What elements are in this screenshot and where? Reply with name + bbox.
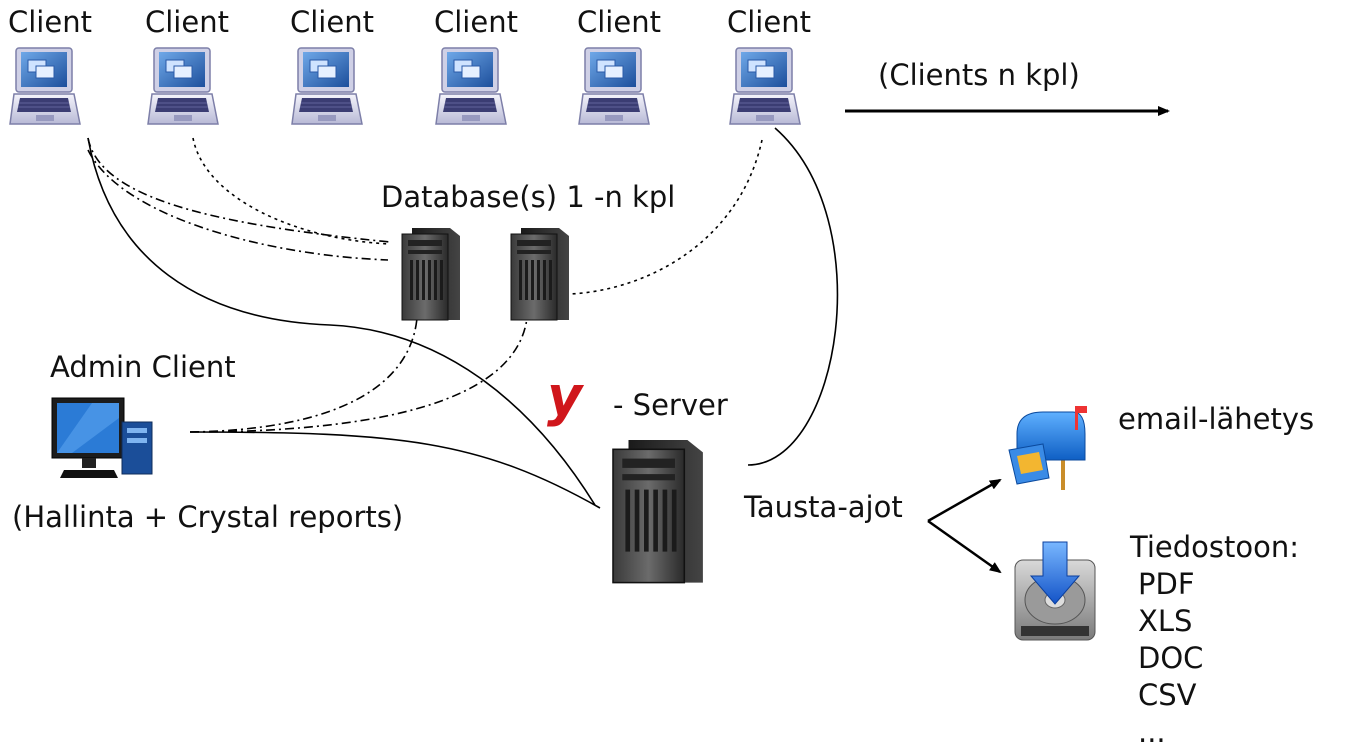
email-output-label: email-lähetys bbox=[1118, 402, 1315, 436]
database-server-icon bbox=[401, 227, 461, 321]
client-label: Client bbox=[8, 5, 92, 39]
client-label: Client bbox=[145, 5, 229, 39]
server-label: - Server bbox=[613, 388, 728, 422]
database-servers bbox=[401, 227, 570, 321]
file-format-item: PDF bbox=[1138, 567, 1195, 601]
file-format-item: DOC bbox=[1138, 641, 1204, 675]
laptop-icon bbox=[9, 47, 81, 125]
laptop-icon bbox=[729, 47, 801, 125]
database-server-icon bbox=[510, 227, 570, 321]
link-client1-db2 bbox=[87, 149, 389, 261]
client-label: Client bbox=[727, 5, 811, 39]
server-logo: y bbox=[547, 365, 583, 428]
file-format-list: PDF XLS DOC CSV ... bbox=[1138, 566, 1203, 751]
file-format-item: CSV bbox=[1138, 678, 1197, 712]
link-admin-db2 bbox=[189, 317, 528, 433]
link-client1-db bbox=[87, 137, 391, 243]
background-jobs-label: Tausta-ajot bbox=[744, 490, 903, 524]
link-client2-db bbox=[192, 137, 391, 245]
file-format-item: ... bbox=[1138, 715, 1166, 749]
file-format-item: XLS bbox=[1138, 604, 1193, 638]
client-label: Client bbox=[577, 5, 661, 39]
admin-client-subtitle: (Hallinta + Crystal reports) bbox=[12, 500, 404, 534]
file-output-label: Tiedostoon: bbox=[1130, 530, 1299, 564]
admin-client-label: Admin Client bbox=[50, 350, 236, 384]
link-client6-server bbox=[747, 127, 839, 466]
database-label: Database(s) 1 -n kpl bbox=[381, 180, 676, 214]
link-admin-db1 bbox=[189, 317, 418, 433]
clients-count-label: (Clients n kpl) bbox=[878, 58, 1080, 92]
client-label: Client bbox=[290, 5, 374, 39]
laptop-icon bbox=[435, 47, 507, 125]
client-laptop-icons bbox=[9, 47, 801, 125]
mailbox-icon bbox=[1008, 406, 1087, 490]
laptop-icon bbox=[147, 47, 219, 125]
link-admin-server bbox=[189, 431, 601, 509]
desktop-computer-icon bbox=[51, 397, 153, 478]
link-client1-server bbox=[87, 137, 596, 506]
laptop-icon bbox=[578, 47, 650, 125]
hard-drive-download-icon bbox=[1014, 541, 1096, 641]
client-label: Client bbox=[434, 5, 518, 39]
main-server-icon bbox=[612, 439, 704, 584]
connection-lines bbox=[87, 127, 839, 509]
job-arrows bbox=[927, 478, 1002, 574]
laptop-icon bbox=[291, 47, 363, 125]
link-client6-db bbox=[569, 139, 763, 295]
